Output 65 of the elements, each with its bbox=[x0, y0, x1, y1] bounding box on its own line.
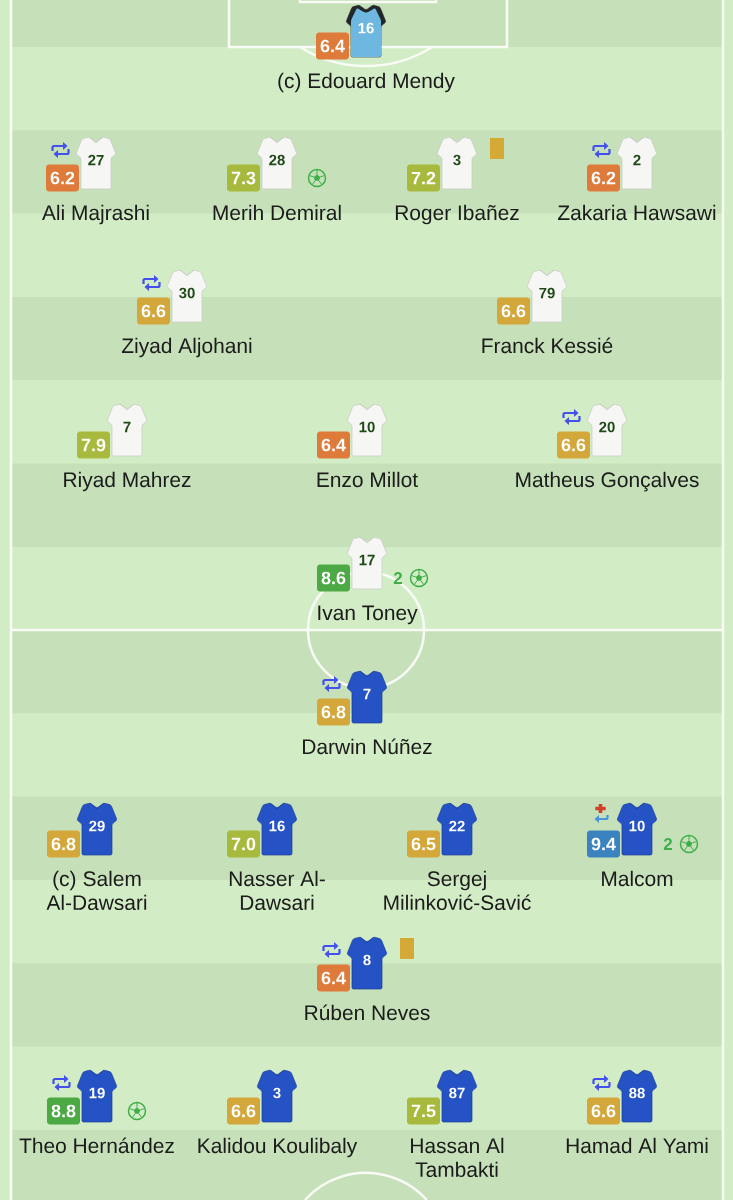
shirt: 2 bbox=[617, 136, 657, 190]
shirt: 79 bbox=[527, 269, 567, 323]
rating-badge: 6.4 bbox=[317, 431, 350, 459]
player-name: Theo Hernández bbox=[19, 1137, 174, 1154]
shirt: 17 bbox=[347, 536, 387, 590]
rating-badge: 6.6 bbox=[227, 1097, 260, 1125]
rating-badge: 6.6 bbox=[587, 1097, 620, 1125]
rating-badge: 7.3 bbox=[227, 164, 260, 192]
rating-badge: 7.5 bbox=[407, 1097, 440, 1125]
player-name: Kalidou Koulibaly bbox=[198, 1137, 358, 1158]
rating-badge: 7.9 bbox=[77, 431, 110, 459]
rating-badge: 7.0 bbox=[227, 830, 260, 858]
player-name: Merih Demiral bbox=[213, 204, 341, 221]
player-name: Ivan Toney bbox=[318, 605, 418, 625]
player-name: Hamad Al Yami bbox=[566, 1137, 708, 1154]
rating-badge: 6.6 bbox=[137, 297, 170, 325]
player-name: Enzo Millot bbox=[317, 471, 418, 488]
player-name: Sergej Milinković-Savić bbox=[384, 870, 531, 911]
shirt: 10 bbox=[617, 802, 657, 856]
rating-badge: 6.2 bbox=[587, 164, 620, 192]
rating-badge: 6.6 bbox=[557, 431, 590, 459]
shirt: 22 bbox=[437, 802, 477, 856]
player-name: Rúben Neves bbox=[305, 1004, 430, 1021]
player-name: (c) Salem Al-Dawsari bbox=[46, 870, 147, 911]
shirt: 27 bbox=[76, 136, 116, 190]
player-name: (c) Edouard Mendy bbox=[278, 72, 455, 93]
rating-badge: 8.8 bbox=[47, 1097, 80, 1125]
shirt: 3 bbox=[257, 1069, 297, 1123]
player-name: Nasser Al-Dawsari bbox=[229, 870, 325, 911]
rating-badge: 6.4 bbox=[317, 964, 350, 992]
player-name: Matheus Gonçalves bbox=[516, 471, 699, 492]
shirt: 16 bbox=[257, 802, 297, 856]
player-name: Riyad Mahrez bbox=[64, 471, 191, 492]
player-name: Zakaria Hawsawi bbox=[558, 204, 716, 221]
player-name: Malcom bbox=[602, 870, 673, 887]
player-name: Hassan Al Tambakti bbox=[411, 1137, 504, 1178]
rating-badge: 6.8 bbox=[317, 698, 350, 726]
rating-badge: 9.4 bbox=[587, 830, 620, 858]
shirt: 7 bbox=[347, 670, 387, 724]
shirt: 28 bbox=[257, 136, 297, 190]
player-name: Ziyad Aljohani bbox=[121, 337, 252, 358]
player-name: Roger Ibañez bbox=[395, 204, 519, 225]
goal-count: 2 bbox=[663, 838, 672, 850]
shirt: 8 bbox=[347, 936, 387, 990]
shirt: 29 bbox=[77, 802, 117, 856]
shirt: 16 bbox=[346, 5, 386, 58]
rating-badge: 6.6 bbox=[497, 297, 530, 325]
rating-badge: 6.4 bbox=[316, 32, 349, 60]
shirt: 3 bbox=[437, 136, 477, 190]
shirt: 87 bbox=[437, 1069, 477, 1123]
shirt: 88 bbox=[617, 1069, 657, 1123]
player-name: Franck Kessié bbox=[482, 337, 613, 354]
rating-badge: 6.2 bbox=[46, 164, 79, 192]
rating-badge: 8.6 bbox=[317, 564, 350, 592]
shirt: 19 bbox=[77, 1069, 117, 1123]
shirt: 10 bbox=[347, 403, 387, 457]
rating-badge: 7.2 bbox=[407, 164, 440, 192]
player-name: Ali Majrashi bbox=[42, 204, 149, 225]
rating-badge: 6.5 bbox=[407, 830, 440, 858]
player-name: Darwin Núñez bbox=[303, 738, 432, 755]
shirt: 20 bbox=[587, 403, 627, 457]
goal-count: 2 bbox=[393, 572, 402, 584]
shirt: 30 bbox=[167, 269, 207, 323]
shirt: 7 bbox=[107, 403, 147, 457]
rating-badge: 6.8 bbox=[47, 830, 80, 858]
